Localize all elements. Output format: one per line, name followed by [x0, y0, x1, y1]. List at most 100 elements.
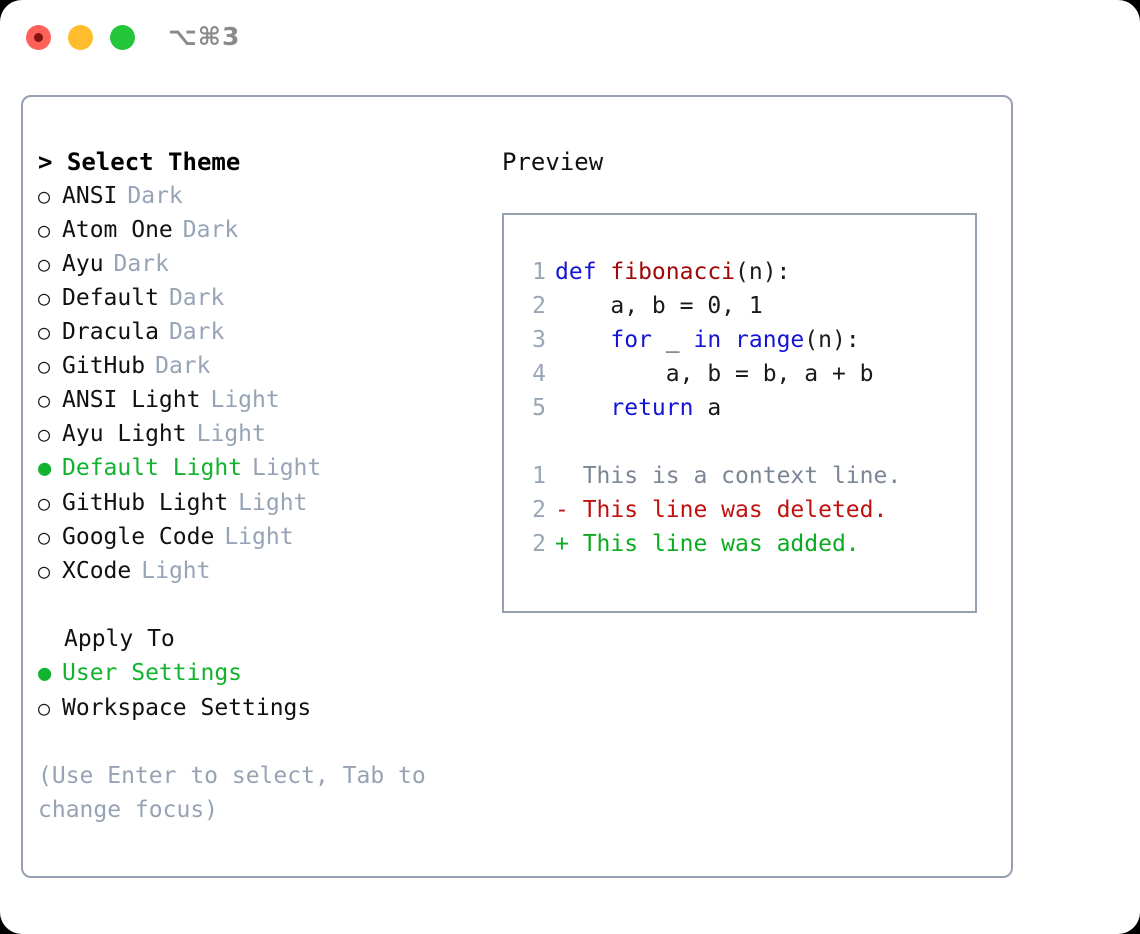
theme-option-label: Ayu	[62, 251, 104, 277]
theme-option-variant: Dark	[168, 319, 225, 345]
diff-line-added: 2 + This line was added.	[518, 527, 971, 561]
theme-option-label: Atom One	[62, 217, 173, 243]
line-number: 1	[532, 463, 546, 489]
code-line: 3 for _ in range(n):	[518, 323, 971, 357]
theme-option-label: Google Code	[62, 524, 215, 550]
theme-option-variant: Light	[224, 524, 294, 550]
preview-spacer	[518, 425, 971, 459]
line-number: 5	[532, 395, 546, 421]
theme-option-label: ANSI Light	[62, 387, 201, 413]
theme-option-label: Default	[62, 285, 159, 311]
diff-content: This line was added.	[582, 531, 860, 557]
radio-selected-icon: ●	[38, 456, 52, 481]
code-line: 5 return a	[518, 391, 971, 425]
code-line: 4 a, b = b, a + b	[518, 357, 971, 391]
theme-option-list: ○ ANSI Dark ○ Atom One Dark ○ Ayu Dark	[38, 179, 498, 588]
theme-option-label: GitHub	[62, 353, 146, 379]
code-token-plain	[555, 327, 610, 353]
theme-option-variant: Dark	[113, 251, 169, 277]
theme-option[interactable]: ○ ANSI Dark	[38, 179, 498, 213]
radio-icon: ○	[38, 252, 51, 276]
theme-option-variant: Dark	[127, 183, 183, 209]
diff-sign: -	[555, 497, 583, 523]
theme-option[interactable]: ○ Default Dark	[38, 281, 498, 315]
line-number: 2	[532, 293, 546, 319]
radio-icon: ○	[38, 491, 51, 515]
theme-list-header: > Select Theme	[38, 148, 241, 176]
theme-option[interactable]: ○ Ayu Dark	[38, 247, 498, 281]
line-number: 4	[532, 361, 546, 387]
apply-to-option-selected[interactable]: ● User Settings	[38, 656, 498, 691]
preview-box: 1 def fibonacci(n): 2 a, b = 0, 1 3 for …	[502, 213, 977, 613]
theme-option[interactable]: ○ Google Code Light	[38, 520, 498, 554]
theme-option[interactable]: ○ Ayu Light Light	[38, 417, 498, 451]
radio-icon: ○	[38, 354, 51, 378]
theme-option-variant: Light	[210, 387, 280, 413]
code-content: return a	[555, 391, 721, 425]
diff-content: This line was deleted.	[582, 497, 888, 523]
code-token-builtin: range	[735, 327, 805, 353]
code-token-plain: a, b = b, a + b	[555, 361, 874, 387]
code-content: for _ in range(n):	[555, 323, 860, 357]
apply-to-option-label: Workspace Settings	[62, 695, 312, 721]
code-token-plain: (n):	[735, 259, 791, 285]
radio-icon: ○	[38, 320, 51, 344]
radio-icon: ○	[38, 422, 51, 446]
code-token-plain: a	[693, 395, 722, 421]
radio-icon: ○	[38, 286, 51, 310]
theme-option[interactable]: ○ GitHub Dark	[38, 349, 498, 383]
minimize-button[interactable]	[68, 25, 93, 50]
theme-option-selected[interactable]: ● Default Light Light	[38, 451, 498, 486]
keyboard-shortcut-label: ⌥⌘3	[168, 22, 241, 51]
theme-option-label: Default Light	[62, 455, 243, 481]
radio-selected-icon: ●	[38, 661, 52, 686]
radio-icon: ○	[38, 559, 51, 583]
code-token-keyword: for	[610, 327, 652, 353]
diff-sign	[555, 459, 583, 493]
code-token-keyword: return	[610, 395, 694, 421]
line-number: 2	[532, 531, 546, 557]
diff-line-deleted: 2 - This line was deleted.	[518, 493, 971, 527]
theme-option-variant: Dark	[155, 353, 211, 379]
theme-option-variant: Light	[196, 421, 266, 447]
theme-option-label: Ayu Light	[62, 421, 187, 447]
apply-to-section: Apply To ● User Settings ○ Workspace Set…	[38, 622, 498, 725]
code-content: def fibonacci(n):	[555, 255, 790, 289]
theme-option[interactable]: ○ Atom One Dark	[38, 213, 498, 247]
line-number: 2	[532, 497, 546, 523]
preview-title: Preview	[502, 148, 604, 176]
code-token-keyword: in	[693, 327, 722, 353]
theme-option[interactable]: ○ Dracula Dark	[38, 315, 498, 349]
code-token-plain: (n):	[804, 327, 860, 353]
code-content: a, b = 0, 1	[555, 289, 762, 323]
keyboard-hint-text: (Use Enter to select, Tab to change focu…	[38, 763, 440, 823]
theme-option-variant: Dark	[182, 217, 239, 243]
code-line: 1 def fibonacci(n):	[518, 255, 971, 289]
traffic-lights	[26, 25, 135, 50]
theme-option-variant: Light	[141, 558, 211, 584]
title-bar: ⌥⌘3	[0, 0, 1140, 76]
recording-indicator-icon	[34, 33, 43, 42]
theme-option-variant: Dark	[168, 285, 225, 311]
theme-option-label: ANSI	[62, 183, 118, 209]
theme-option-label: Dracula	[62, 319, 159, 345]
diff-content: This is a context line.	[582, 463, 902, 489]
maximize-button[interactable]	[110, 25, 135, 50]
theme-option[interactable]: ○ ANSI Light Light	[38, 383, 498, 417]
line-number: 1	[532, 259, 546, 285]
radio-icon: ○	[38, 388, 51, 412]
code-token-keyword: def	[555, 259, 611, 285]
theme-option[interactable]: ○ GitHub Light Light	[38, 486, 498, 520]
radio-icon: ○	[38, 696, 51, 720]
close-button[interactable]	[26, 25, 51, 50]
code-token-function: fibonacci	[610, 259, 736, 285]
radio-icon: ○	[38, 525, 51, 549]
apply-to-option[interactable]: ○ Workspace Settings	[38, 691, 498, 725]
theme-option-variant: Light	[252, 455, 322, 481]
code-line: 2 a, b = 0, 1	[518, 289, 971, 323]
theme-option-label: GitHub Light	[62, 490, 229, 516]
theme-selector-column: > Select Theme ○ ANSI Dark ○ Atom One Da…	[38, 145, 498, 827]
theme-option[interactable]: ○ XCode Light	[38, 554, 498, 588]
preview-column: Preview 1 def fibonacci(n): 2 a, b = 0, …	[502, 145, 992, 613]
